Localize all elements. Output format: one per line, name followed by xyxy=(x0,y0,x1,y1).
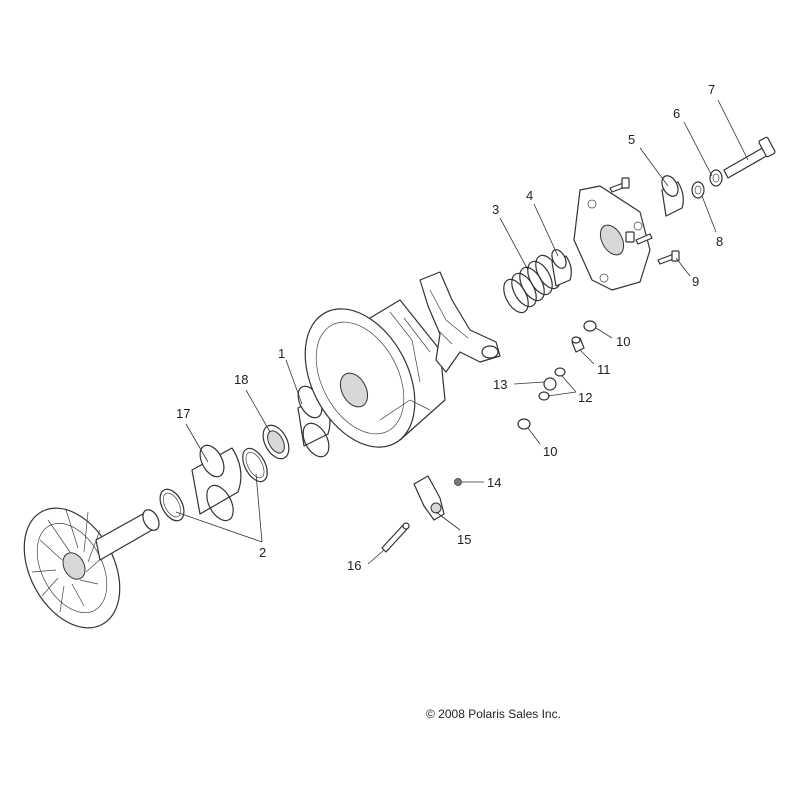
pin-16 xyxy=(381,522,410,553)
callout-11: 11 xyxy=(597,362,611,377)
leader-15 xyxy=(435,511,461,531)
callout-4: 4 xyxy=(526,188,533,203)
copyright-notice: © 2008 Polaris Sales Inc. xyxy=(426,707,561,721)
bolt-middle xyxy=(625,231,653,245)
leader-5 xyxy=(639,147,669,187)
movable-sheave xyxy=(304,299,446,448)
callout-12: 12 xyxy=(578,390,592,405)
washer-12-lower xyxy=(538,391,550,401)
roller-10-upper xyxy=(583,320,597,332)
o-ring-lower xyxy=(159,488,185,522)
leader-11 xyxy=(579,349,595,365)
washer-8 xyxy=(691,181,705,199)
washer-6 xyxy=(709,169,723,187)
pin-11 xyxy=(571,336,585,353)
leader-7 xyxy=(717,99,749,161)
callout-10-lower: 10 xyxy=(543,444,557,459)
callout-15: 15 xyxy=(457,532,471,547)
leader-13 xyxy=(513,381,545,385)
bolt-9 xyxy=(657,250,680,265)
nut-14 xyxy=(454,478,462,486)
callout-14: 14 xyxy=(487,475,501,490)
leader-18 xyxy=(245,389,271,433)
leader-17 xyxy=(185,423,209,463)
leader-16 xyxy=(367,549,385,565)
callout-16: 16 xyxy=(347,558,361,573)
callout-18: 18 xyxy=(234,372,248,387)
callout-7: 7 xyxy=(708,82,715,97)
callout-13: 13 xyxy=(493,377,507,392)
leader-2a xyxy=(175,511,263,543)
roller-13 xyxy=(543,377,557,391)
leader-1 xyxy=(285,359,303,405)
bolt-upper xyxy=(609,177,630,193)
leader-6 xyxy=(683,121,713,177)
callout-6: 6 xyxy=(673,106,680,121)
callout-17: 17 xyxy=(176,406,190,421)
callout-2: 2 xyxy=(259,545,266,560)
callout-10-upper: 10 xyxy=(616,334,630,349)
bushing-4 xyxy=(551,249,572,287)
bushing-17 xyxy=(191,444,242,522)
callout-5: 5 xyxy=(628,132,635,147)
roller-10-lower xyxy=(517,418,531,430)
leader-12b xyxy=(547,391,577,397)
leader-12a xyxy=(561,375,577,393)
leader-10a xyxy=(595,327,613,339)
leader-2b xyxy=(255,473,263,543)
callout-8: 8 xyxy=(716,234,723,249)
washer-12-upper xyxy=(554,367,566,377)
leader-4 xyxy=(533,203,559,257)
leader-9 xyxy=(675,257,691,277)
spider xyxy=(419,271,501,373)
leader-3 xyxy=(499,217,529,271)
o-ring-upper xyxy=(242,447,268,483)
washer-18 xyxy=(262,424,290,460)
fixed-sheave xyxy=(23,507,160,629)
callout-3: 3 xyxy=(492,202,499,217)
callout-1: 1 xyxy=(278,346,285,361)
leader-8 xyxy=(701,195,717,233)
callout-9: 9 xyxy=(692,274,699,289)
bolt-7 xyxy=(723,136,776,179)
leader-10b xyxy=(527,427,541,445)
spacer-5 xyxy=(661,175,684,217)
cover xyxy=(573,185,651,291)
weight-15 xyxy=(413,475,445,521)
